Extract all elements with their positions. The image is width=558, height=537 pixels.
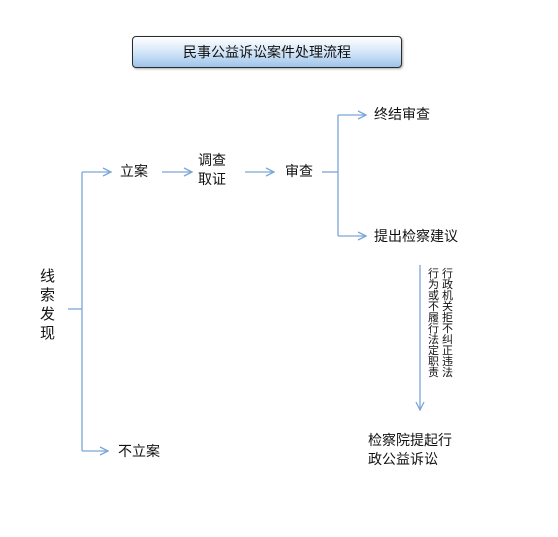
clue-discovery-char: 现 [40,324,56,342]
condition-char: 为 [428,278,439,291]
investigation-line: 调查 [198,153,226,169]
condition-char: 或 [428,289,439,302]
condition-column-1: 行政机关拒不纠正违法 [442,268,453,378]
condition-char: 正 [442,344,453,357]
condition-char: 职 [428,355,439,368]
condition-char: 不 [442,322,453,335]
condition-char: 拒 [442,311,453,324]
case-filing-node: 立案 [120,164,148,180]
condition-char: 行 [428,267,439,280]
condition-vertical-text: 行政机关拒不纠正违法 行为或不履行法定职责 [428,268,453,378]
investigation-line: 取证 [198,172,226,188]
flowchart-title-text: 民事公益诉讼案件处理流程 [183,45,351,61]
condition-char: 责 [428,366,439,379]
condition-char: 履 [428,311,439,324]
condition-char: 纠 [442,333,453,346]
end-review-node: 终结审查 [374,107,430,123]
condition-char: 不 [428,300,439,313]
condition-char: 法 [442,366,453,379]
condition-char: 违 [442,355,453,368]
condition-column-2: 行为或不履行法定职责 [428,268,439,378]
clue-discovery-char: 线 [40,267,56,285]
not-filed-node: 不立案 [118,444,160,460]
public-interest-suit-line: 检察院提起行 [368,433,452,449]
flowchart-title: 民事公益诉讼案件处理流程 [132,36,402,68]
public-interest-suit-node: 检察院提起行 政公益诉讼 [368,432,452,470]
condition-char: 行 [428,322,439,335]
procuratorial-suggestion-node: 提出检察建议 [374,229,458,245]
public-interest-suit-line: 政公益诉讼 [368,452,438,468]
condition-char: 机 [442,289,453,302]
clue-discovery-node: 线 索 发 现 [40,267,55,343]
condition-char: 法 [428,333,439,346]
condition-char: 定 [428,344,439,357]
review-node: 审查 [285,164,313,180]
clue-discovery-char: 发 [40,305,56,323]
clue-discovery-char: 索 [40,286,56,304]
condition-char: 行 [442,267,453,280]
condition-char: 关 [442,300,453,313]
investigation-node: 调查 取证 [198,152,226,190]
condition-char: 政 [442,278,453,291]
